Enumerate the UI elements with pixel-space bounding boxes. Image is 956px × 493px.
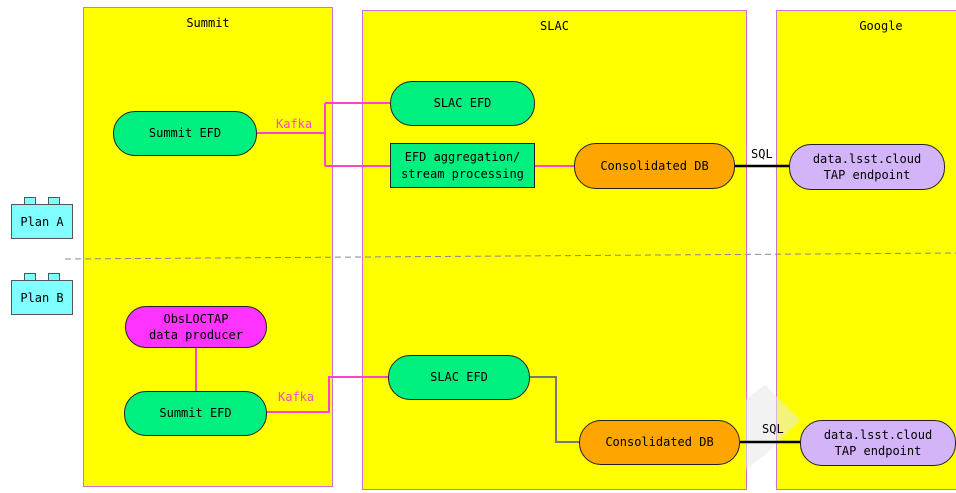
plan-a-aggregation-box[interactable]: EFD aggregation/ stream processing bbox=[390, 143, 535, 188]
plan-b-producer-line1: ObsLOCTAP bbox=[163, 311, 229, 326]
summit-zone-title: Summit bbox=[186, 16, 230, 30]
plan-a-tap-endpoint[interactable]: data.lsst.cloud TAP endpoint bbox=[789, 144, 945, 190]
plan-a-consolidated-db[interactable]: Consolidated DB bbox=[574, 143, 735, 189]
plan-b-data-producer[interactable]: ObsLOCTAP data producer bbox=[125, 306, 267, 348]
plan-b-tap-line1: data.lsst.cloud bbox=[823, 427, 933, 442]
plan-a-badge: Plan A bbox=[11, 197, 73, 241]
plan-b-sql-label: SQL bbox=[762, 422, 784, 436]
plan-divider-line bbox=[64, 252, 956, 260]
plan-a-aggregation-line2: stream processing bbox=[401, 166, 524, 181]
plan-a-label: Plan A bbox=[11, 204, 73, 239]
plan-b-internal-link bbox=[530, 376, 580, 443]
plan-a-kafka-links bbox=[257, 102, 575, 167]
plan-a-sql-label: SQL bbox=[751, 147, 773, 161]
plan-b-tap-line2: TAP endpoint bbox=[834, 444, 922, 458]
plan-b-label: Plan B bbox=[11, 280, 73, 315]
google-zone: Google bbox=[776, 10, 956, 490]
plan-b-tap-endpoint[interactable]: data.lsst.cloud TAP endpoint bbox=[800, 420, 956, 466]
plan-b-badge: Plan B bbox=[11, 273, 73, 317]
slac-zone-title: SLAC bbox=[540, 19, 569, 33]
plan-a-aggregation-line1: EFD aggregation/ bbox=[404, 149, 521, 164]
plan-a-summit-efd[interactable]: Summit EFD bbox=[113, 111, 257, 156]
plan-b-producer-line2: data producer bbox=[149, 328, 243, 342]
plan-b-consolidated-db[interactable]: Consolidated DB bbox=[579, 420, 740, 465]
plan-b-kafka-label: Kafka bbox=[278, 390, 315, 404]
plan-b-summit-efd[interactable]: Summit EFD bbox=[124, 391, 267, 436]
google-zone-title: Google bbox=[859, 19, 903, 33]
plan-b-kafka-links bbox=[195, 347, 388, 413]
plan-a-tap-line1: data.lsst.cloud bbox=[812, 151, 922, 166]
plan-a-slac-efd[interactable]: SLAC EFD bbox=[390, 81, 535, 126]
plan-a-kafka-label: Kafka bbox=[276, 117, 313, 131]
plan-a-tap-line2: TAP endpoint bbox=[823, 168, 911, 182]
plan-b-slac-efd[interactable]: SLAC EFD bbox=[388, 355, 530, 400]
